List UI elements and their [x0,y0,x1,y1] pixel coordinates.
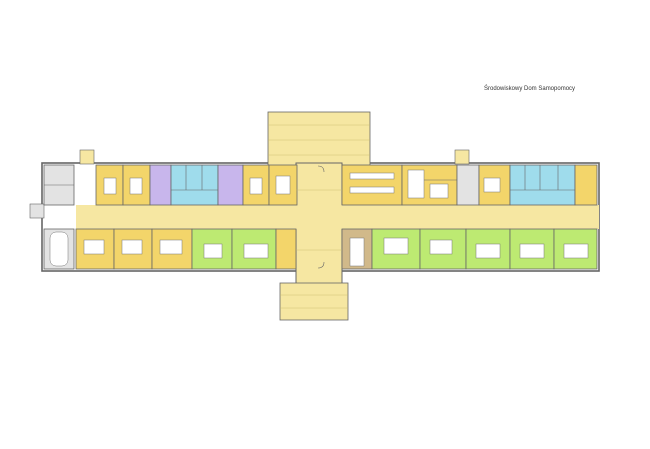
room-office-s4 [275,228,297,270]
south-entrance-porch [279,282,349,321]
entry-steps-east [454,149,470,165]
north-terrace [267,111,371,167]
room-therapy-n1 [149,164,172,206]
room-sanitary-n2 [509,164,576,206]
room-therapy-n2 [217,164,244,206]
building-footprint [29,111,600,321]
partitions [44,165,575,269]
west-ramp [29,203,45,219]
south-rooms [43,228,598,270]
room-office-n2 [122,164,151,206]
room-office-n6 [574,164,598,206]
floor-pattern-lines [268,124,370,309]
room-sanitary-n1 [170,164,219,206]
main-corridor [76,205,599,229]
room-technical-n [456,164,480,206]
room-activity-s7 [553,228,598,270]
room-dining [341,164,403,206]
furniture [49,169,589,267]
plan-title: Środowiskowy Dom Samopomocy [484,86,576,92]
entry-steps-west [79,149,95,165]
